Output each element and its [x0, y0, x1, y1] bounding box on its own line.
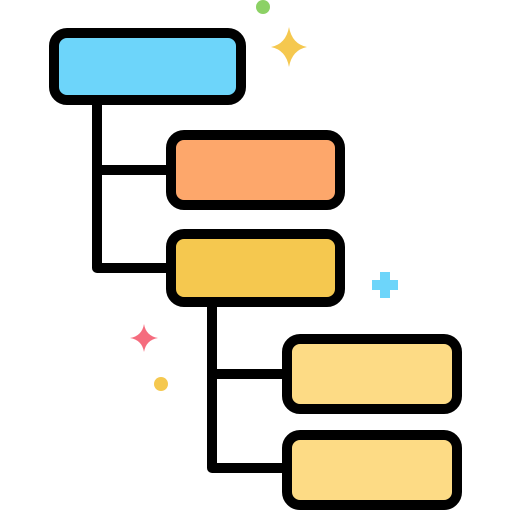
- leaf-node-b: [282, 430, 462, 510]
- connectors: [92, 93, 293, 473]
- connector-childb-to-leaves: [207, 295, 293, 473]
- dot-green-icon: [256, 0, 270, 14]
- dot-yellow-icon: [154, 377, 168, 391]
- plus-blue-icon: [372, 272, 398, 298]
- leaf-node-a: [282, 334, 462, 414]
- sparkle-pink-icon: [130, 324, 158, 352]
- root-node: [49, 28, 246, 105]
- child-node-b: [166, 229, 345, 307]
- child-node-a: [166, 130, 345, 210]
- connector-root-to-children: [92, 93, 177, 273]
- sparkle-gold-icon: [271, 27, 307, 67]
